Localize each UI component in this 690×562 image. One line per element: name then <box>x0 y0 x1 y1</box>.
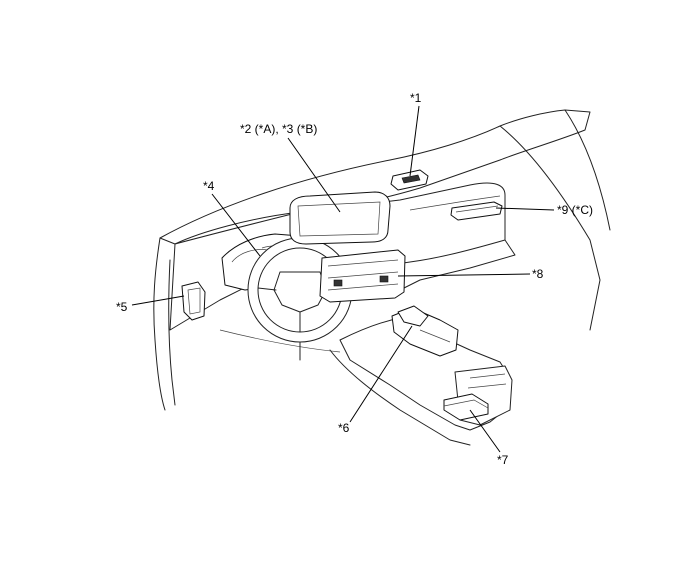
dash-lower-line <box>399 239 516 291</box>
ac-panel-knob-right <box>379 275 389 283</box>
leader-9 <box>495 207 555 211</box>
under-console-module <box>443 393 489 421</box>
shift-unit-top <box>397 305 429 327</box>
module-5-face <box>187 287 201 315</box>
module-5-body <box>181 281 206 321</box>
console-rib-1 <box>469 373 506 379</box>
module-7-edge <box>443 399 489 409</box>
shift-unit-detail <box>419 329 451 343</box>
ac-panel-body <box>319 249 406 303</box>
ac-panel-knob-left <box>333 279 343 287</box>
module-9-body <box>450 201 503 221</box>
display-screen <box>297 201 381 237</box>
shift-lever-unit <box>391 305 459 357</box>
callout-1: *1 <box>410 91 422 105</box>
right-door-line <box>499 125 601 331</box>
callout-6: *6 <box>338 421 350 435</box>
leader-4 <box>211 193 261 257</box>
multi-display <box>289 191 391 245</box>
callout-2-3: *2 (*A), *3 (*B) <box>240 122 317 136</box>
ac-panel-row-1 <box>327 259 399 267</box>
leader-6 <box>349 325 413 423</box>
callout-8: *8 <box>532 267 544 281</box>
leader-7 <box>469 409 501 453</box>
callout-4: *4 <box>203 179 215 193</box>
left-door-panel <box>168 259 176 406</box>
leader-8 <box>397 273 531 277</box>
floor-line <box>219 329 341 353</box>
console-base <box>329 349 471 446</box>
callout-7: *7 <box>497 453 509 467</box>
ac-panel-row-2 <box>327 271 399 279</box>
callout-labels: *1 *2 (*A), *3 (*B) *4 *5 *6 *7 *8 *9 (*… <box>116 91 593 467</box>
meter-dial-left <box>231 249 269 263</box>
callout-5: *5 <box>116 300 128 314</box>
console-rib-2 <box>467 383 507 389</box>
module-9-edge <box>455 205 499 213</box>
leader-2-3 <box>287 137 341 213</box>
dash-crease <box>409 195 501 211</box>
steering-spoke-left <box>257 287 277 291</box>
callout-9: *9 (*C) <box>557 203 593 217</box>
leader-1 <box>409 105 420 177</box>
leader-5 <box>131 295 185 306</box>
air-conditioning-panel <box>319 249 406 303</box>
left-pillar <box>153 237 166 411</box>
sensor-1-lens <box>401 174 421 184</box>
leader-lines <box>131 105 555 453</box>
right-door-inner <box>564 109 611 231</box>
dash-top-sensor <box>390 169 429 191</box>
left-side-module <box>181 281 206 321</box>
ac-panel-row-3 <box>327 283 399 291</box>
passenger-side-module <box>450 201 503 221</box>
module-7-body <box>443 393 489 421</box>
